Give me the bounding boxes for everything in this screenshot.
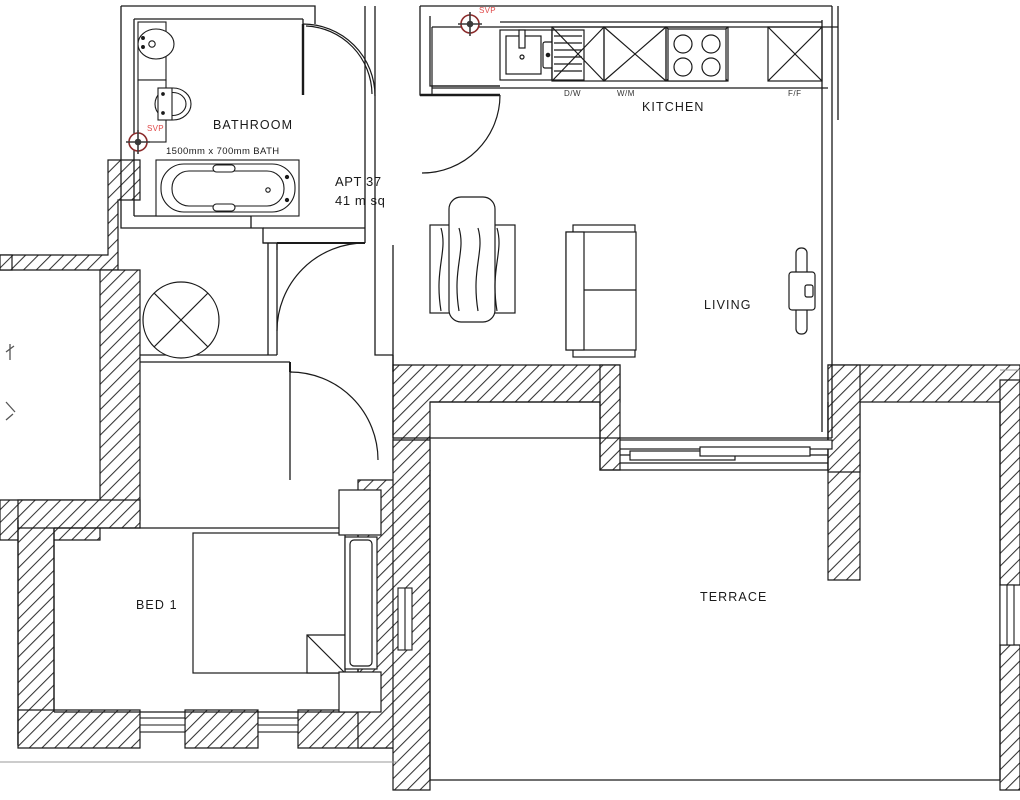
window-terrace-right [999, 584, 1015, 646]
sliding-patio-door[interactable] [619, 439, 833, 461]
kitchen-units [431, 21, 838, 95]
bedside-table-bottom [338, 671, 382, 713]
living-furniture [429, 196, 816, 358]
room-label-bathroom: BATHROOM [213, 118, 293, 132]
window-bed1-a [139, 717, 186, 733]
bed-headboard-icon [344, 536, 378, 670]
door-bathroom-second [276, 242, 366, 332]
kitchen-sink-icon [499, 29, 554, 81]
room-label-bed1: BED 1 [136, 598, 178, 612]
bathroom-fixtures [137, 21, 300, 217]
bed1-furniture [192, 489, 382, 713]
window-bed1-b [257, 717, 299, 733]
svp-label-bathroom: SVP [147, 124, 164, 133]
room-label-kitchen: KITCHEN [642, 100, 705, 114]
bedside-table-top [338, 489, 382, 536]
wall-bed1-bottom-b [184, 709, 259, 749]
sofa-icon [565, 224, 637, 358]
room-label-terrace: TERRACE [700, 590, 767, 604]
wall-left-strip-top [0, 254, 13, 271]
hob-icon [667, 28, 727, 82]
door-bathroom-main [301, 23, 376, 97]
wall-terrace-upper-right [599, 364, 621, 471]
windows [139, 584, 1015, 733]
terrace-inner-outline [430, 401, 828, 471]
double-bed-icon [192, 532, 346, 674]
wall-terrace-right-mid [999, 379, 1020, 586]
svp-marker-bathroom: SVP [126, 124, 164, 154]
wall-terrace-right-upper [827, 364, 861, 473]
wall-bathroom-top [121, 5, 316, 24]
edge-cropped-marks [5, 344, 16, 421]
bath-dimension-label: 1500mm x 700mm BATH [166, 146, 280, 157]
apt-number-label: APT 37 [335, 174, 382, 189]
door-bed1 [289, 362, 379, 461]
dining-table-icon [429, 196, 516, 323]
apt-area-label: 41 m sq [335, 193, 385, 208]
doors[interactable] [276, 23, 501, 461]
cylinder-cupboard-icon [142, 281, 220, 359]
wc-toilet-icon [137, 79, 192, 143]
radiator-icon [788, 247, 816, 335]
appliance-label-dishwasher: D/W [564, 89, 581, 98]
wall-hall-to-living [374, 6, 393, 356]
appliance-label-washing-machine: W/M [617, 89, 635, 98]
room-label-living: LIVING [704, 298, 752, 312]
fridge-freezer-unit [767, 26, 823, 82]
window-bed1-right [397, 587, 413, 651]
wall-left-upper [0, 159, 141, 271]
appliance-label-fridge-freezer: F/F [788, 89, 802, 98]
wall-bed1-bottom-a [17, 709, 141, 749]
wall-left-vertical [99, 269, 141, 521]
bath-tub-icon [155, 159, 300, 217]
svp-marker-kitchen: SVP [458, 6, 496, 36]
svp-label-kitchen: SVP [479, 6, 496, 15]
wall-terrace-right-low [999, 644, 1020, 791]
door-kitchen-hall [420, 93, 501, 174]
wall-bed1-top [17, 499, 141, 529]
structural-walls [0, 159, 1020, 791]
